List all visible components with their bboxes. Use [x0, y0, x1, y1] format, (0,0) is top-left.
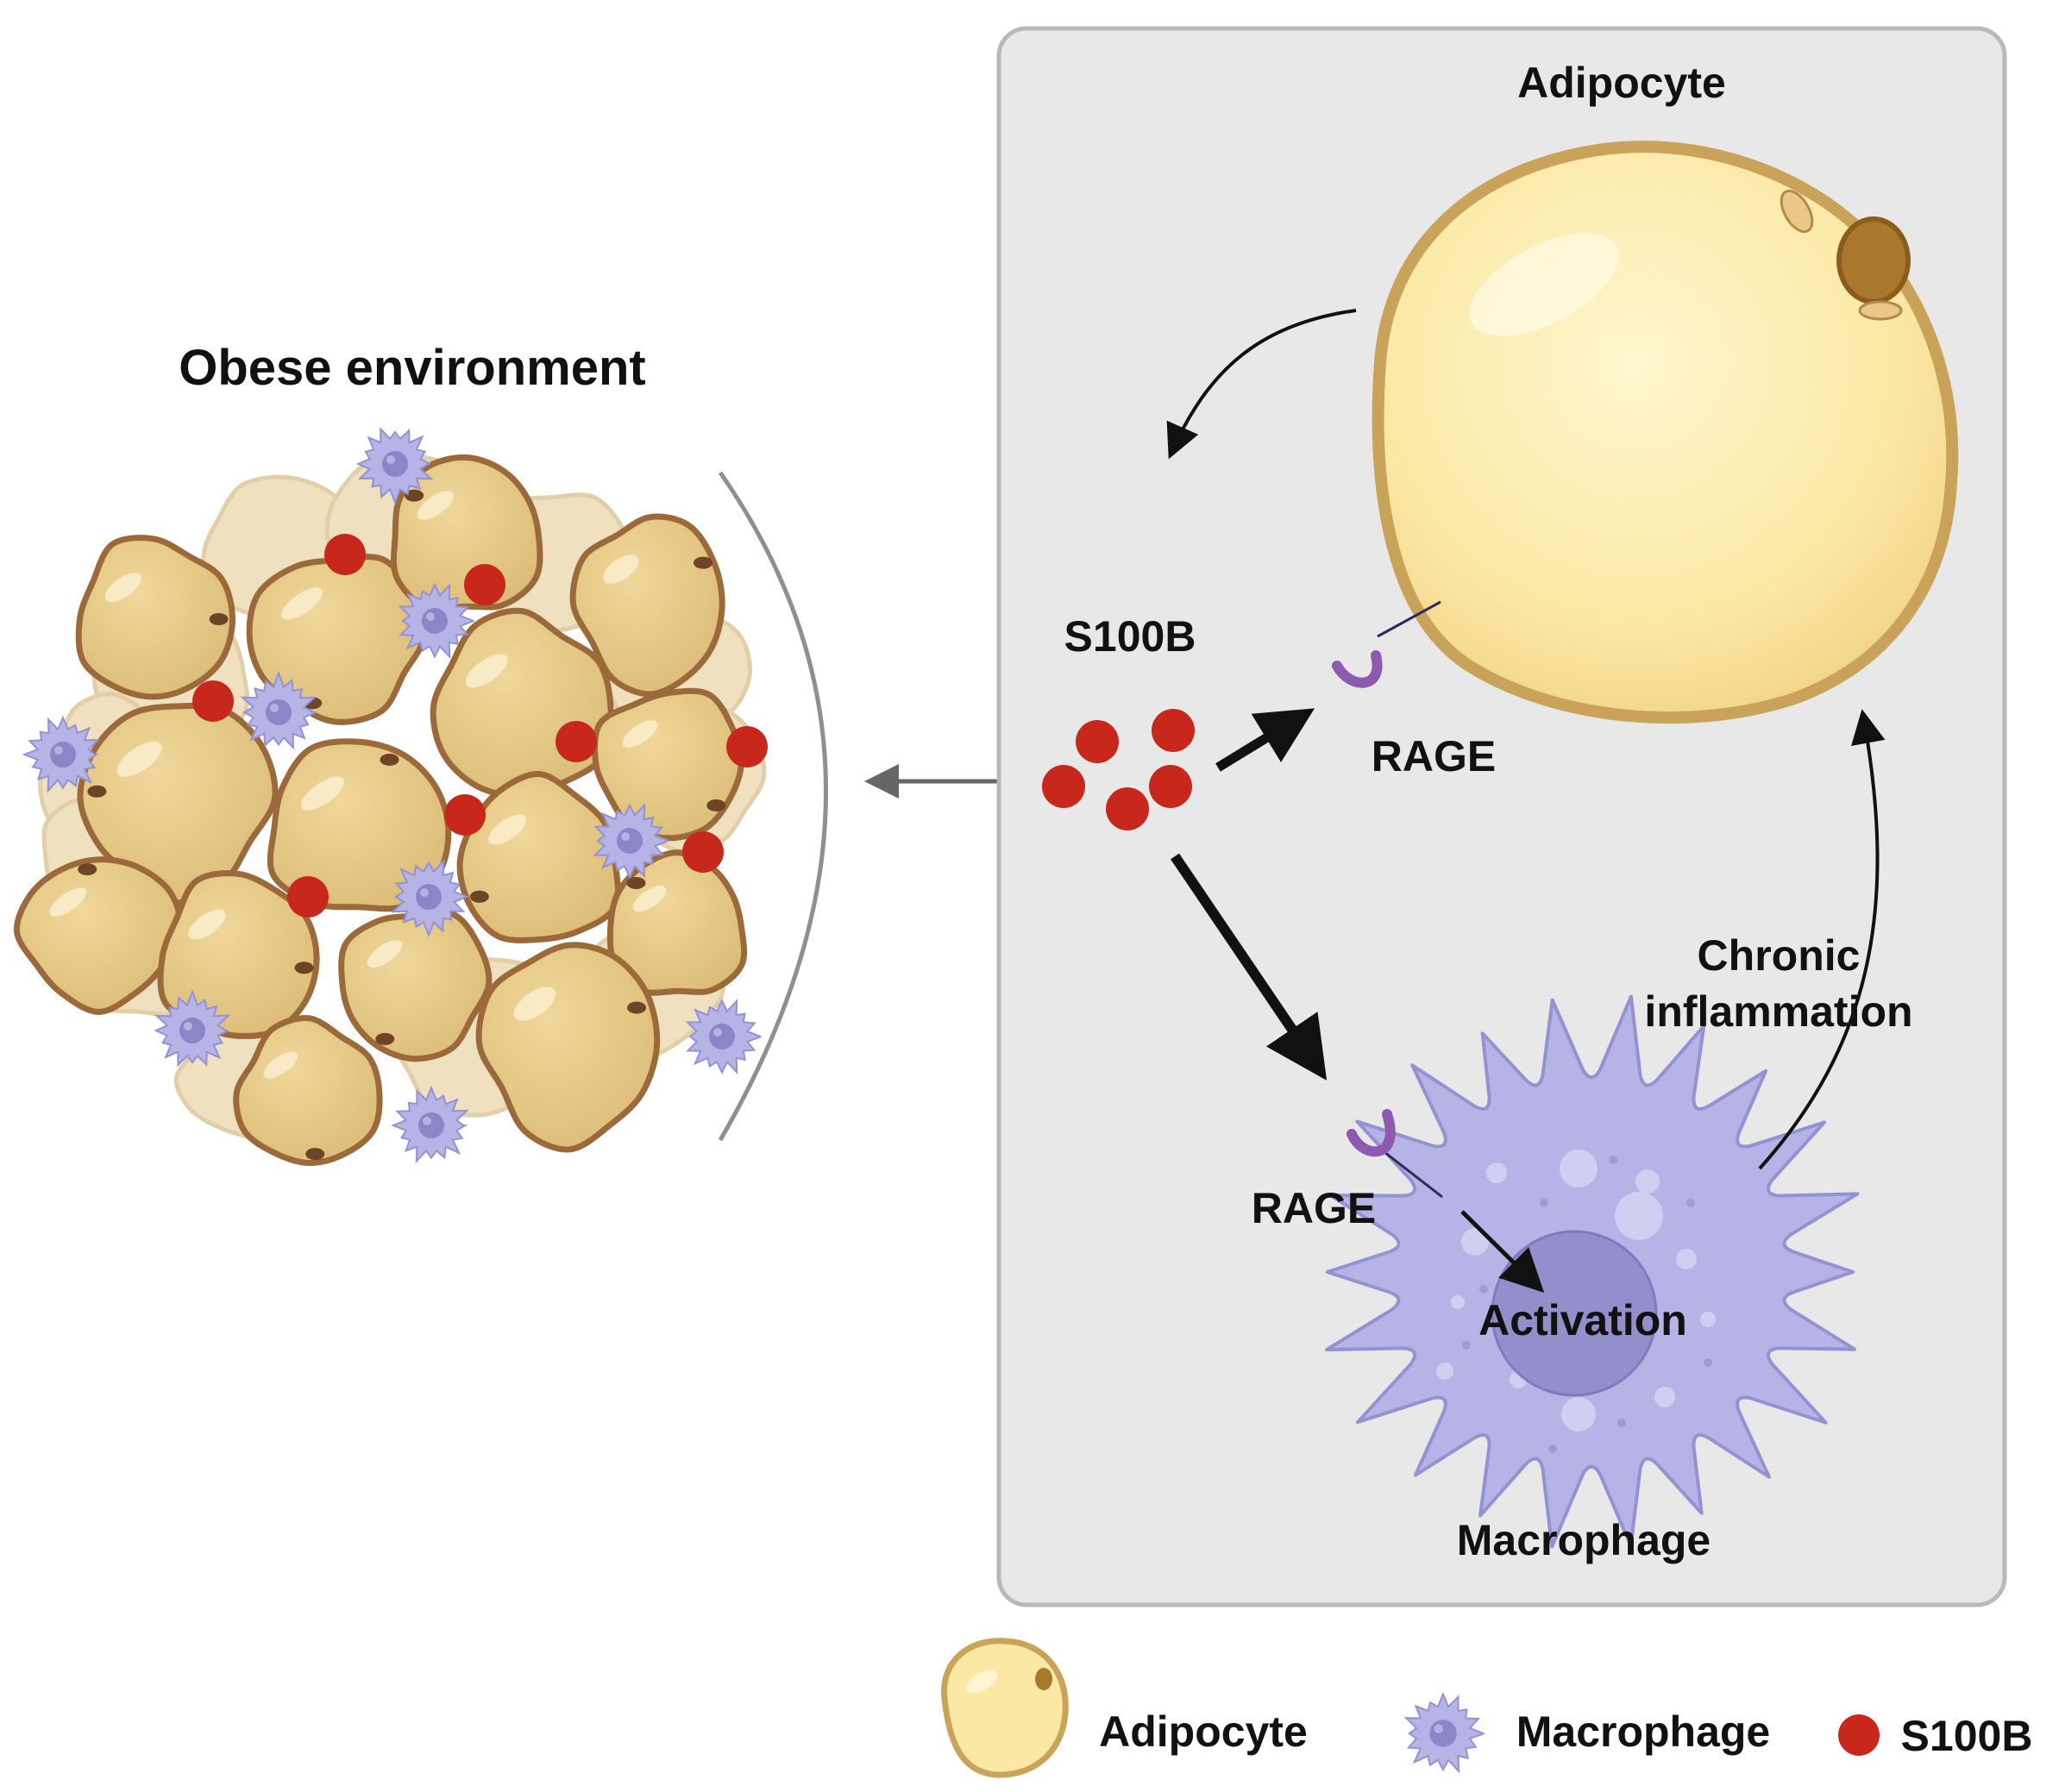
arrow-to-macrophage	[1171, 853, 1328, 1081]
chronic-label-line1: Chronic	[1698, 931, 1861, 980]
adipocyte-label: Adipocyte	[1517, 59, 1726, 107]
s100b-dot	[1149, 765, 1192, 808]
adipocyte	[390, 454, 543, 613]
s100b-dot	[444, 794, 486, 836]
activation-label: Activation	[1478, 1296, 1687, 1344]
adipocyte	[606, 849, 748, 996]
macrophage	[685, 998, 762, 1075]
legend-s100b-label: S100B	[1901, 1712, 2033, 1760]
adipocyte	[591, 687, 744, 842]
adipocyte	[246, 554, 428, 725]
legend: Adipocyte Macrophage S100B	[941, 1638, 2033, 1778]
legend-macrophage-shape	[1403, 1691, 1485, 1774]
s100b-dot-group	[192, 534, 768, 918]
s100b-dot	[1152, 709, 1195, 752]
legend-macrophage-label: Macrophage	[1516, 1707, 1771, 1756]
legend-s100b-icon	[1838, 1714, 1880, 1756]
chronic-inflammation-arrow	[1758, 709, 1886, 1170]
macrophage	[240, 670, 317, 750]
adipocyte	[475, 942, 661, 1153]
s100b-dots-panel	[1042, 709, 1195, 830]
s100b-dot	[1106, 787, 1149, 830]
macrophage-label: Macrophage	[1457, 1516, 1711, 1564]
arrow-to-adipocyte-rage	[1215, 708, 1315, 772]
secretion-arrow	[1166, 309, 1357, 460]
rage-label-macrophage: RAGE	[1252, 1184, 1376, 1232]
adipocyte	[157, 870, 320, 1039]
legend-macrophage-icon	[1403, 1691, 1485, 1774]
adipocyte-cluster	[13, 454, 748, 1167]
macrophage	[390, 858, 468, 937]
diagram-title: Obese environment	[179, 340, 645, 396]
s100b-dot	[1076, 720, 1119, 763]
adipocyte	[75, 535, 236, 700]
s100b-dot	[287, 876, 329, 918]
large-adipocyte	[1372, 141, 1959, 724]
s100b-dot	[556, 721, 597, 762]
adipocyte	[338, 909, 493, 1062]
s100b-label: S100B	[1064, 612, 1196, 661]
macrophage	[154, 989, 231, 1068]
legend-adipocyte-icon	[941, 1638, 1069, 1778]
macrophage-group	[22, 427, 762, 1164]
adipocyte	[569, 513, 725, 698]
rage-receptor-macrophage	[1347, 1109, 1443, 1199]
adipocyte	[456, 770, 621, 943]
s100b-dot	[192, 680, 234, 722]
activation-arrow	[1460, 1210, 1545, 1294]
chronic-label-line2: inflammation	[1644, 987, 1912, 1036]
s100b-dot	[324, 534, 366, 575]
macrophage	[391, 1085, 469, 1164]
macrophage-cell	[1325, 994, 1860, 1549]
rage-label-adipocyte: RAGE	[1372, 732, 1496, 780]
rage-receptor-adipocyte	[1332, 600, 1441, 688]
adipocyte	[430, 607, 614, 799]
s100b-dot	[726, 726, 768, 768]
macrophage	[398, 582, 474, 660]
macrophage	[593, 802, 669, 880]
bracket-arc	[718, 471, 828, 1142]
macrophage	[355, 427, 434, 505]
s100b-dot	[1042, 765, 1085, 808]
adipocyte	[233, 1015, 383, 1167]
macrophage	[22, 715, 100, 793]
legend-adipocyte-label: Adipocyte	[1099, 1707, 1308, 1756]
s100b-dot	[464, 564, 505, 605]
adipocyte	[13, 856, 185, 1015]
s100b-dot	[682, 831, 724, 873]
